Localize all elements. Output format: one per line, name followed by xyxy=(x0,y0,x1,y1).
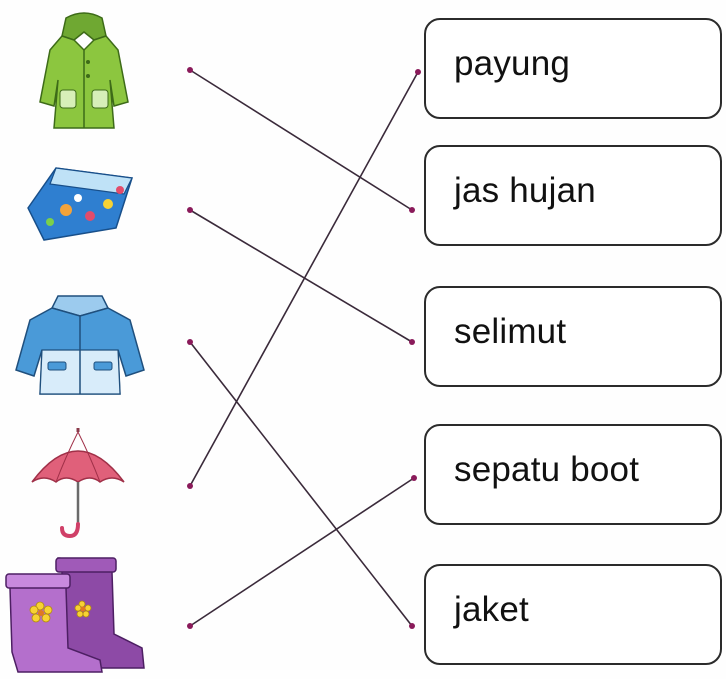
match-line-jacket-jaket xyxy=(189,341,413,627)
dot-selimut xyxy=(409,339,415,345)
match-line-boots-sepatu-boot xyxy=(189,477,415,627)
umbrella-icon xyxy=(28,426,128,540)
dot-sepatu-boot xyxy=(411,475,417,481)
word-label: jaket xyxy=(454,590,529,629)
match-line-raincoat-jas-hujan xyxy=(189,69,413,211)
match-line-umbrella-payung xyxy=(189,71,419,487)
dot-jas-hujan xyxy=(409,207,415,213)
word-label: sepatu boot xyxy=(454,450,640,489)
match-line-blanket-selimut xyxy=(189,209,413,343)
word-label: payung xyxy=(454,44,571,83)
dot-boots xyxy=(187,623,193,629)
dot-jaket xyxy=(409,623,415,629)
dot-payung xyxy=(415,69,421,75)
word-box-jaket[interactable]: jaket xyxy=(424,564,722,665)
rain-boots-icon xyxy=(4,556,148,674)
word-label: jas hujan xyxy=(454,171,596,210)
word-box-payung[interactable]: payung xyxy=(424,18,722,119)
dot-blanket xyxy=(187,207,193,213)
dot-umbrella xyxy=(187,483,193,489)
dot-jacket xyxy=(187,339,193,345)
word-label: selimut xyxy=(454,312,567,351)
word-box-jas-hujan[interactable]: jas hujan xyxy=(424,145,722,246)
jacket-icon xyxy=(14,290,146,400)
raincoat-icon xyxy=(36,10,132,132)
blanket-icon xyxy=(20,158,140,244)
word-box-selimut[interactable]: selimut xyxy=(424,286,722,387)
dot-raincoat xyxy=(187,67,193,73)
word-box-sepatu-boot[interactable]: sepatu boot xyxy=(424,424,722,525)
